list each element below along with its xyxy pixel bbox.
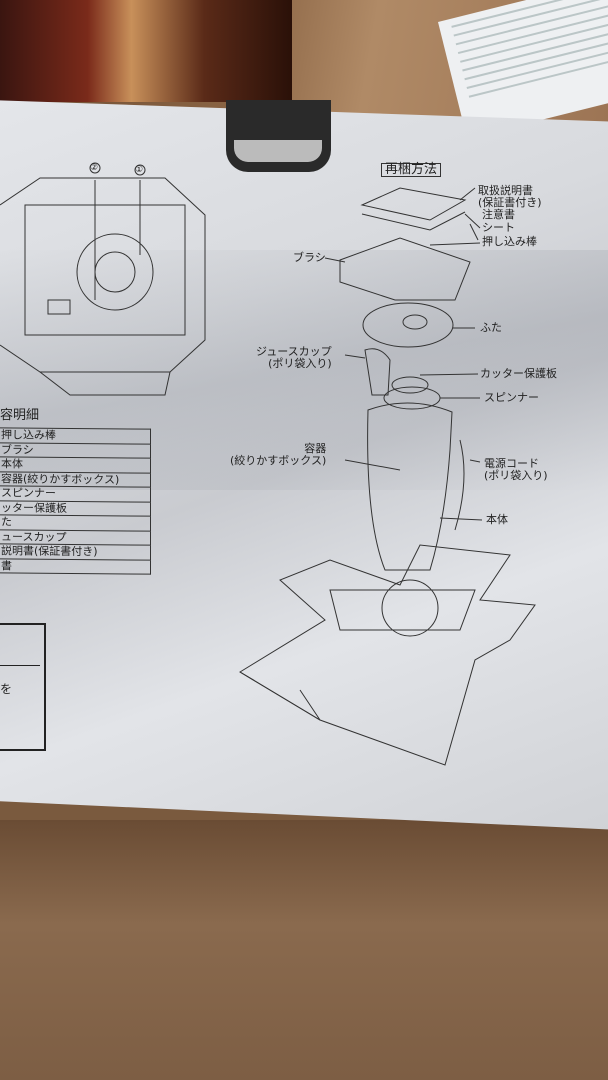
label-manual: 取扱説明書 (保証書付き) xyxy=(478,184,542,209)
label-cutter-plate: カッター保護板 xyxy=(480,367,557,380)
contents-item: ブラシ xyxy=(0,442,151,459)
label-lid: ふた xyxy=(480,321,502,334)
box-panel xyxy=(0,100,608,830)
table-row: ブラシ xyxy=(0,442,151,459)
label-spinner: スピンナー xyxy=(484,391,539,404)
table-row: スピンナー xyxy=(0,485,151,502)
table-row: 本体 xyxy=(0,456,151,473)
marker-1 xyxy=(134,164,146,176)
label-sheet: シート xyxy=(482,221,515,234)
contents-item: 容器(絞りかすボックス) xyxy=(0,471,151,488)
note-fragment: を xyxy=(0,682,13,696)
packing-diagram-left xyxy=(0,177,206,396)
contents-item: 押し込み棒 xyxy=(0,427,151,444)
label-cord: 電源コード (ポリ袋入り) xyxy=(484,457,548,482)
table-row: 説明書(保証書付き) xyxy=(0,543,151,560)
contents-item: た xyxy=(0,514,151,531)
table-row: ュースカップ xyxy=(0,529,151,546)
label-container: 容器 (絞りかすボックス) xyxy=(230,442,327,467)
reassembly-title: 再梱方法 xyxy=(381,163,442,177)
table-row: ッター保護板 xyxy=(0,500,151,517)
table-row: 押し込み棒 xyxy=(0,427,151,444)
box-handle-hole xyxy=(226,100,331,172)
label-brush: ブラシ xyxy=(293,251,326,264)
contents-item: 説明書(保証書付き) xyxy=(0,543,151,560)
note-frame xyxy=(0,623,46,751)
contents-item: 書 xyxy=(0,558,151,575)
shadow xyxy=(0,250,608,490)
movie-poster xyxy=(0,0,292,102)
contents-table: 押し込み棒 ブラシ 本体 容器(絞りかすボックス) スピンナー ッター保護板 た… xyxy=(0,427,151,575)
table-row: 書 xyxy=(0,558,151,575)
table-row: 容器(絞りかすボックス) xyxy=(0,471,151,488)
label-caution: 注意書 xyxy=(482,208,515,221)
juicer-exploded-view xyxy=(239,187,536,766)
label-pusher: 押し込み棒 xyxy=(482,235,537,248)
label-body: 本体 xyxy=(486,513,508,526)
contents-item: 本体 xyxy=(0,456,151,473)
contents-heading: 容明細 xyxy=(0,408,40,423)
leader-lines xyxy=(324,187,483,521)
contents-item: スピンナー xyxy=(0,485,151,502)
marker-1-label: ① xyxy=(135,165,144,175)
label-juice-cup: ジュースカップ (ポリ袋入り) xyxy=(256,345,332,370)
table-row: た xyxy=(0,514,151,531)
contents-item: ッター保護板 xyxy=(0,500,151,517)
contents-item: ュースカップ xyxy=(0,529,151,546)
marker-2-label: ② xyxy=(90,163,99,173)
marker-2 xyxy=(89,162,101,174)
cardboard-surface xyxy=(0,820,608,1080)
